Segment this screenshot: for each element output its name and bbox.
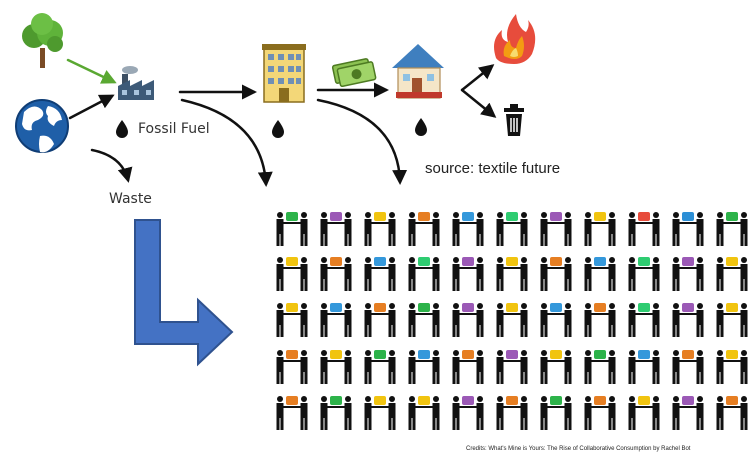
shared-item <box>506 303 518 312</box>
flow-arrows <box>66 58 497 187</box>
shared-item <box>682 396 694 405</box>
blue-l-arrow <box>134 219 234 367</box>
shared-item <box>418 396 430 405</box>
oil-drop-icon <box>415 118 427 136</box>
shared-item <box>506 257 518 266</box>
credits-caption: Credits: What's Mine is Yours: The Rise … <box>466 446 691 452</box>
shared-item <box>330 350 342 359</box>
waste-label: Waste <box>109 191 152 207</box>
shared-item <box>726 212 738 221</box>
shared-item <box>550 396 562 405</box>
arrow-house-to-fire <box>460 64 495 92</box>
people-row <box>276 257 748 291</box>
shared-item <box>638 396 650 405</box>
shared-item <box>594 303 606 312</box>
shared-item <box>330 303 342 312</box>
factory-icon <box>118 66 154 100</box>
shared-item <box>682 350 694 359</box>
sharing-people-illustration <box>276 212 748 430</box>
store-building-icon <box>262 44 306 103</box>
shared-item <box>726 303 738 312</box>
shared-item <box>462 257 474 266</box>
shared-item <box>638 350 650 359</box>
shared-item <box>286 212 298 221</box>
arrow-house-to-trash <box>460 88 497 118</box>
shared-item <box>286 350 298 359</box>
shared-item <box>594 212 606 221</box>
people-row <box>276 303 748 337</box>
shared-item <box>330 396 342 405</box>
shared-item <box>374 303 386 312</box>
arrow-tree-to-factory <box>66 58 117 84</box>
oil-drop-icon <box>272 120 284 138</box>
shared-item <box>726 257 738 266</box>
people-row <box>276 396 748 430</box>
shared-item <box>462 303 474 312</box>
arrow-globe-to-waste <box>90 148 133 183</box>
shared-item <box>462 396 474 405</box>
shared-item <box>286 303 298 312</box>
shared-item <box>374 350 386 359</box>
shared-item <box>594 396 606 405</box>
tree-icon <box>22 13 63 68</box>
shared-item <box>682 257 694 266</box>
shared-item <box>462 350 474 359</box>
arrow-globe-to-factory <box>68 94 115 120</box>
shared-item <box>330 212 342 221</box>
shared-item <box>330 257 342 266</box>
globe-icon <box>15 99 69 153</box>
shared-item <box>418 350 430 359</box>
shared-item <box>374 257 386 266</box>
shared-item <box>726 350 738 359</box>
money-icon <box>331 58 377 88</box>
shared-item <box>594 350 606 359</box>
shared-item <box>638 212 650 221</box>
shared-item <box>286 257 298 266</box>
shared-item <box>550 350 562 359</box>
shared-item <box>550 212 562 221</box>
trash-can-icon <box>504 104 524 136</box>
shared-item <box>374 212 386 221</box>
source-caption: source: textile future <box>425 160 561 177</box>
shared-item <box>418 212 430 221</box>
shared-item <box>550 303 562 312</box>
shared-item <box>462 212 474 221</box>
shared-item <box>418 257 430 266</box>
house-icon <box>392 44 444 99</box>
shared-item <box>638 257 650 266</box>
people-row <box>276 350 748 384</box>
shared-item <box>506 212 518 221</box>
shared-item <box>506 396 518 405</box>
arrow-store-to-people <box>316 98 408 185</box>
oil-drop-icon <box>116 120 128 138</box>
shared-item <box>638 303 650 312</box>
shared-item <box>682 303 694 312</box>
shared-item <box>374 396 386 405</box>
shared-item <box>506 350 518 359</box>
shared-item <box>594 257 606 266</box>
shared-item <box>286 396 298 405</box>
shared-item <box>418 303 430 312</box>
people-row <box>276 212 748 246</box>
fire-icon <box>494 14 536 64</box>
fossil-fuel-label: Fossil Fuel <box>138 121 210 137</box>
shared-item <box>726 396 738 405</box>
shared-item <box>682 212 694 221</box>
arrow-factory-to-people <box>180 98 273 187</box>
shared-item <box>550 257 562 266</box>
